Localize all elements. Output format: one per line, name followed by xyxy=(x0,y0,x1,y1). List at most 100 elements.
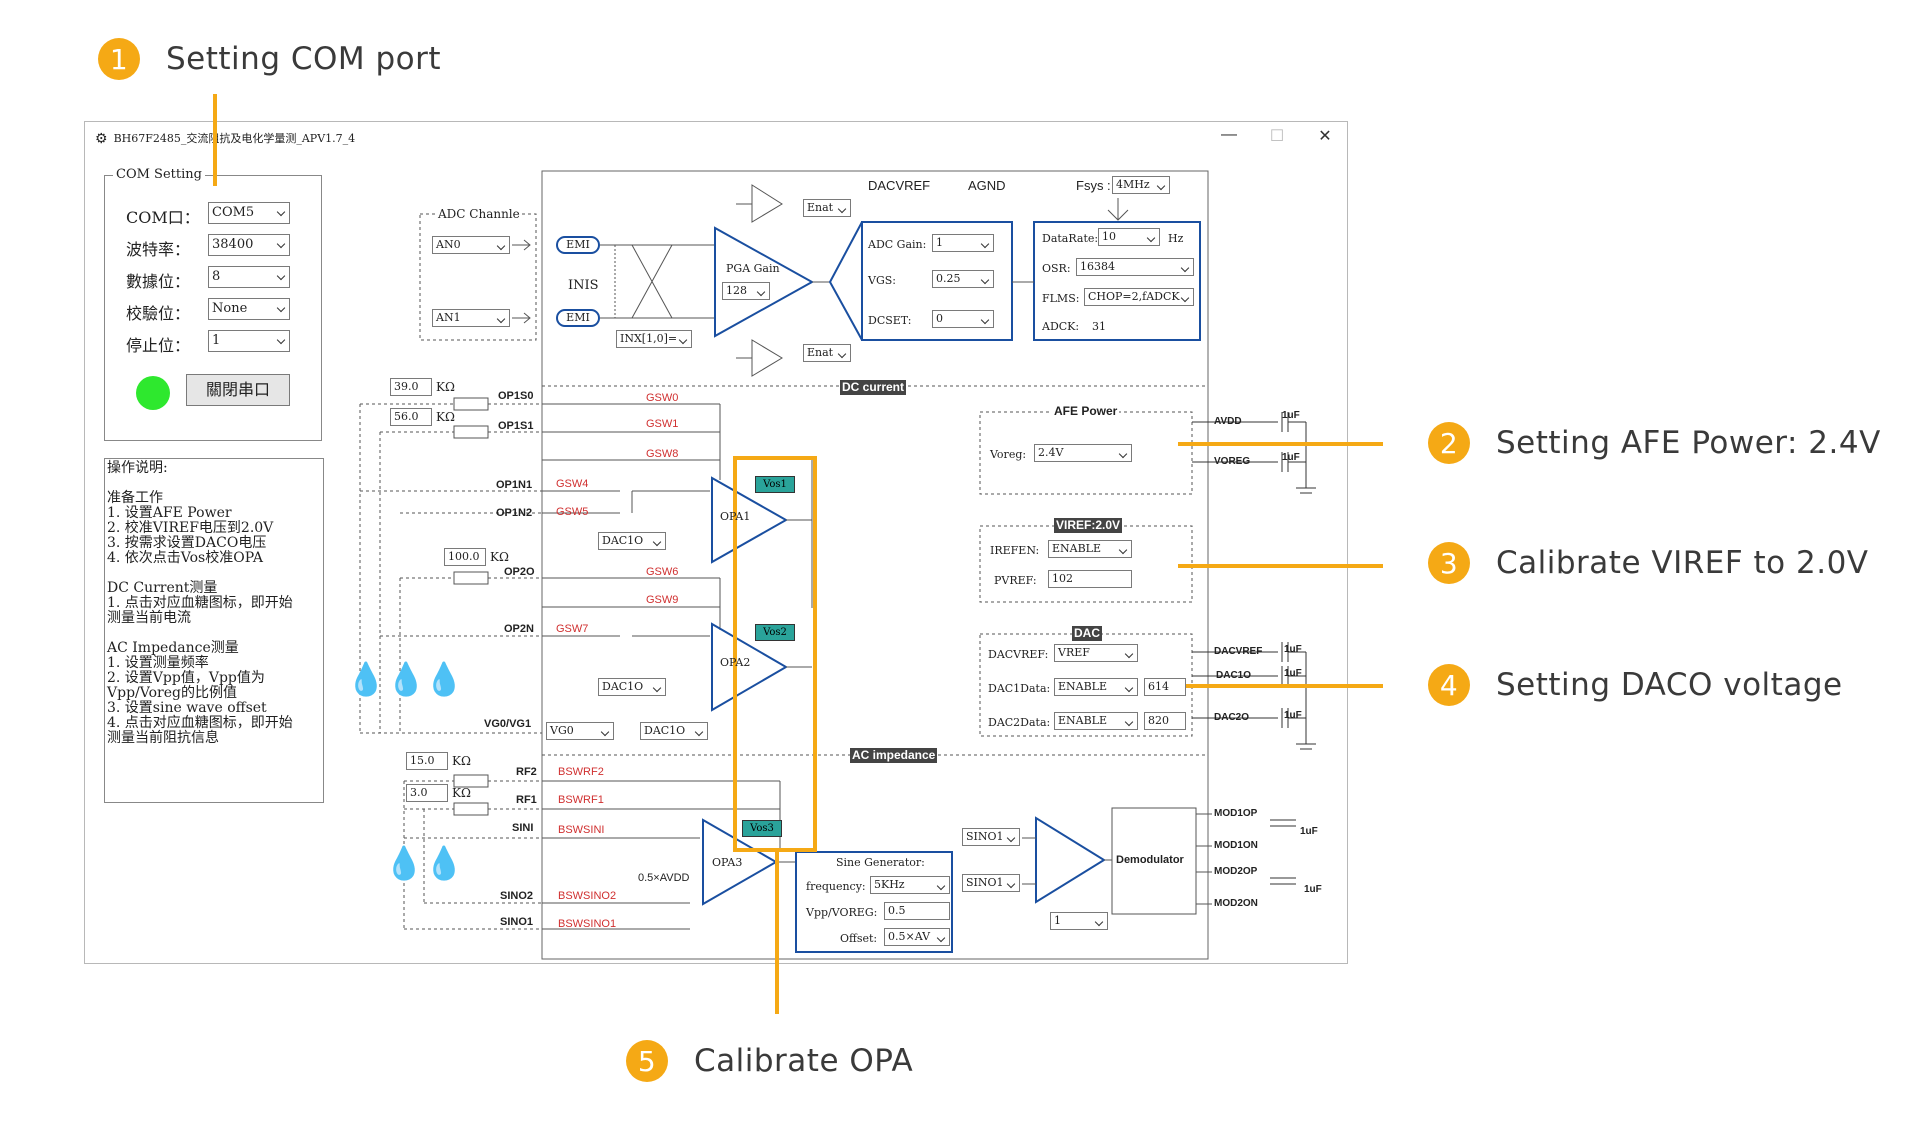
gsw4-switch[interactable]: GSW4 xyxy=(556,478,589,490)
opa2-label: OPA2 xyxy=(720,656,751,669)
gsw0-switch[interactable]: GSW0 xyxy=(646,392,679,404)
sino1-label: SINO1 xyxy=(500,916,534,928)
maximize-button[interactable]: ☐ xyxy=(1269,128,1285,145)
vgs-label: VGS: xyxy=(868,274,896,287)
bswsino1-switch[interactable]: BSWSINO1 xyxy=(558,918,617,930)
flms-select[interactable]: CHOP=2,fADCK xyxy=(1084,288,1194,306)
op2n-label: OP2N xyxy=(504,623,534,635)
dac2-enable-select[interactable]: ENABLE xyxy=(1054,712,1138,730)
datarate-label: DataRate: xyxy=(1042,232,1099,245)
sino1-select-a[interactable]: SINO1 xyxy=(962,828,1020,846)
callout-number: 5 xyxy=(626,1040,668,1082)
afe-power-title: AFE Power xyxy=(1052,404,1120,418)
r-100-field[interactable]: 100.0 xyxy=(444,548,486,566)
gsw6-switch[interactable]: GSW6 xyxy=(646,566,679,578)
op1s1-label: OP1S1 xyxy=(498,420,534,432)
ac-impedance-header: AC impedance xyxy=(850,748,938,763)
vgs-select[interactable]: 0.25 xyxy=(932,270,994,288)
fsys-select[interactable]: 4MHz xyxy=(1112,176,1170,194)
mod2op-label: MOD2OP xyxy=(1214,866,1258,877)
cap-label: 1uF xyxy=(1284,710,1302,721)
sino2-label: SINO2 xyxy=(500,890,534,902)
op1n2-label: OP1N2 xyxy=(496,507,533,519)
vg0-select[interactable]: VG0 xyxy=(546,722,614,740)
irefen-label: IREFEN: xyxy=(990,544,1040,557)
dcset-label: DCSET: xyxy=(868,314,912,327)
dac1o-select-a[interactable]: DAC1O xyxy=(598,532,666,550)
an0-select[interactable]: AN0 xyxy=(432,236,510,254)
op1s0-label: OP1S0 xyxy=(498,390,534,402)
datarate-unit: Hz xyxy=(1168,232,1184,245)
demod-select[interactable]: 1 xyxy=(1050,912,1108,930)
com-port-select[interactable]: COM5 xyxy=(208,202,290,224)
r-39-field[interactable]: 39.0 xyxy=(390,378,432,396)
parity-select[interactable]: None xyxy=(208,298,290,320)
avdd-label: AVDD xyxy=(1214,416,1242,427)
close-port-button[interactable]: 關閉串口 xyxy=(186,374,290,406)
an1-select[interactable]: AN1 xyxy=(432,309,510,327)
bswrf1-switch[interactable]: BSWRF1 xyxy=(558,794,604,806)
callout-text: Setting COM port xyxy=(166,41,442,77)
vos2-button[interactable]: Vos2 xyxy=(755,624,795,641)
data-bits-label: 數據位： xyxy=(126,272,191,291)
gsw7-switch[interactable]: GSW7 xyxy=(556,623,589,635)
inx-select[interactable]: INX[1,0]= xyxy=(616,330,692,348)
offset-select[interactable]: 0.5×AV xyxy=(884,928,950,946)
adc-gain-label: ADC Gain: xyxy=(868,238,927,251)
kohm-label: KΩ xyxy=(436,410,455,424)
dac1o-select-c[interactable]: DAC1O xyxy=(640,722,708,740)
dac2data-field[interactable]: 820 xyxy=(1144,712,1186,730)
half-avdd-label: 0.5×AVDD xyxy=(638,872,690,884)
stop-bits-select[interactable]: 1 xyxy=(208,330,290,352)
callout-opa: 5 Calibrate OPA xyxy=(626,1040,913,1082)
cap-label: 1uF xyxy=(1282,452,1300,463)
adc-gain-select[interactable]: 1 xyxy=(932,234,994,252)
adck-value: 31 xyxy=(1092,320,1106,333)
gsw8-switch[interactable]: GSW8 xyxy=(646,448,679,460)
glucose-drop-icon[interactable]: 💧 xyxy=(424,845,464,881)
r-3-field[interactable]: 3.0 xyxy=(406,784,448,802)
glucose-drop-icon[interactable]: 💧 xyxy=(386,661,426,697)
glucose-drop-icon[interactable]: 💧 xyxy=(424,661,464,697)
gsw5-switch[interactable]: GSW5 xyxy=(556,506,589,518)
dcset-select[interactable]: 0 xyxy=(932,310,994,328)
gsw9-switch[interactable]: GSW9 xyxy=(646,594,679,606)
dac1o-select-b[interactable]: DAC1O xyxy=(598,678,666,696)
voreg-select[interactable]: 2.4V xyxy=(1034,444,1132,462)
bswsini-switch[interactable]: BSWSINI xyxy=(558,824,605,836)
enat-top-select[interactable]: Enat xyxy=(803,199,851,217)
dac2data-label: DAC2Data: xyxy=(988,716,1051,729)
pga-gain-select[interactable]: 128 xyxy=(722,282,770,300)
close-button[interactable]: ✕ xyxy=(1318,128,1332,145)
vos3-button[interactable]: Vos3 xyxy=(742,820,782,837)
vpp-field[interactable]: 0.5 xyxy=(884,902,950,920)
pvref-field[interactable]: 102 xyxy=(1048,570,1132,588)
datarate-select[interactable]: 10 xyxy=(1098,228,1160,246)
dac1data-field[interactable]: 614 xyxy=(1144,678,1186,696)
opa1-label: OPA1 xyxy=(720,510,751,523)
gsw1-switch[interactable]: GSW1 xyxy=(646,418,679,430)
callout-daco: 4 Setting DACO voltage xyxy=(1428,664,1843,706)
vg0vg1-label: VG0/VG1 xyxy=(484,718,532,730)
frequency-select[interactable]: 5KHz xyxy=(870,876,950,894)
glucose-drop-icon[interactable]: 💧 xyxy=(346,661,386,697)
irefen-select[interactable]: ENABLE xyxy=(1048,540,1132,558)
dac1-enable-select[interactable]: ENABLE xyxy=(1054,678,1138,696)
sino1-select-b[interactable]: SINO1 xyxy=(962,874,1020,892)
minimize-button[interactable]: — xyxy=(1221,126,1237,143)
r-15-field[interactable]: 15.0 xyxy=(406,752,448,770)
connection-status-indicator xyxy=(136,376,170,410)
osr-select[interactable]: 16384 xyxy=(1076,258,1194,276)
op1n1-label: OP1N1 xyxy=(496,479,533,491)
vos1-button[interactable]: Vos1 xyxy=(755,476,795,493)
bswsino2-switch[interactable]: BSWSINO2 xyxy=(558,890,617,902)
r-56-field[interactable]: 56.0 xyxy=(390,408,432,426)
bswrf2-switch[interactable]: BSWRF2 xyxy=(558,766,604,778)
data-bits-select[interactable]: 8 xyxy=(208,266,290,288)
enat-bottom-select[interactable]: Enat xyxy=(803,344,851,362)
baud-select[interactable]: 38400 xyxy=(208,234,290,256)
glucose-drop-icon[interactable]: 💧 xyxy=(384,845,424,881)
viref-title: VIREF:2.0V xyxy=(1054,518,1123,533)
dac2o-out-label: DAC2O xyxy=(1214,712,1250,723)
dacvref-select[interactable]: VREF xyxy=(1054,644,1138,662)
